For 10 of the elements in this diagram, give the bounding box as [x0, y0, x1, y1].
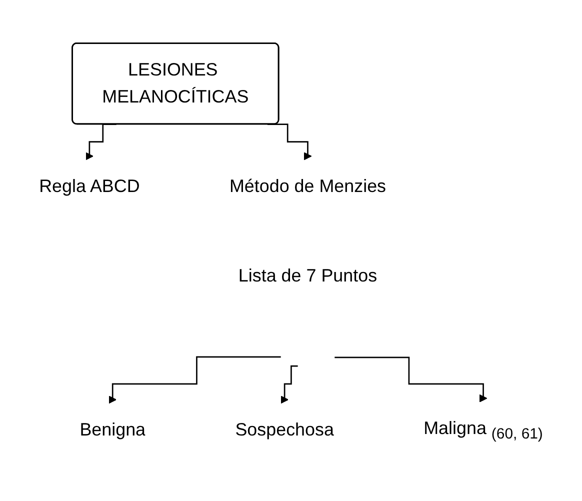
- arrow: [334, 356, 488, 402]
- node-text: Sospechosa: [235, 420, 334, 440]
- node-text: Método de Menzies: [229, 176, 386, 196]
- flowchart: LESIONES MELANOCÍTICAS Regla ABCD Método de Menzies Lista de 7 Puntos Benigna Sospechosa Maligna $_{(60, 61)}$: [5, 36, 577, 466]
- arrow: [280, 365, 298, 404]
- node-text: Benigna: [80, 420, 146, 440]
- node-text: Maligna: [424, 418, 486, 438]
- node-text: Regla ABCD: [39, 176, 140, 196]
- node-text: Lista de 7 Puntos: [238, 266, 378, 286]
- arrow: [108, 356, 281, 404]
